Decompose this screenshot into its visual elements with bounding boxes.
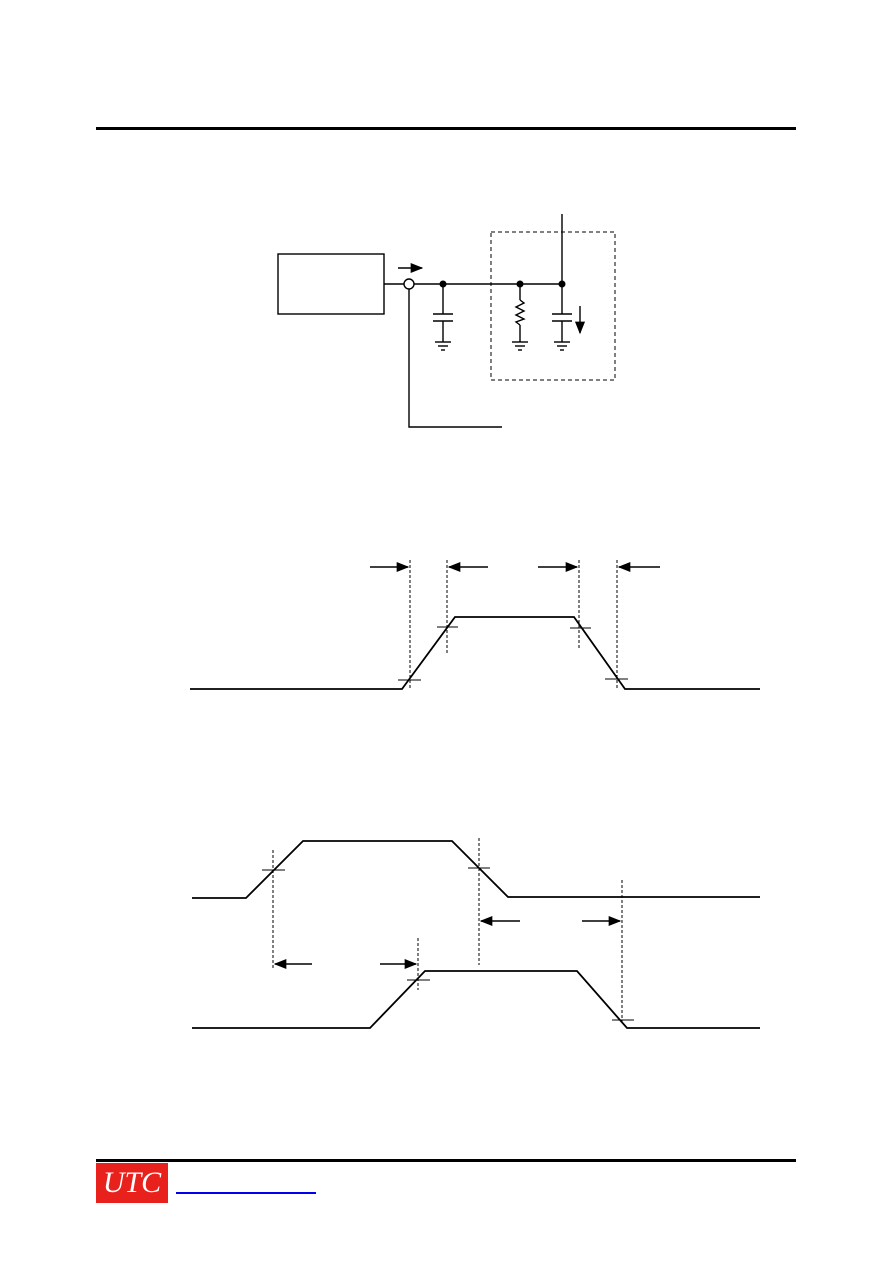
tick-marks — [262, 867, 634, 1021]
probe-capacitor — [552, 284, 572, 342]
input-waveform — [192, 840, 760, 899]
test-circuit — [277, 214, 616, 428]
logo-text: UTC — [102, 1166, 162, 1199]
output-terminal — [403, 278, 415, 290]
header-rule — [96, 127, 796, 130]
probe-resistor — [514, 284, 526, 342]
ground-icon — [512, 341, 528, 351]
utc-logo: UTC — [96, 1163, 168, 1203]
ground-icon — [435, 341, 451, 351]
ground-icon — [554, 341, 570, 351]
website-link[interactable] — [176, 1192, 316, 1194]
tick-marks — [398, 626, 628, 681]
scope-lead — [408, 289, 502, 428]
output-waveform — [192, 970, 760, 1029]
probe-box — [490, 231, 616, 381]
propagation-delay-waveform — [192, 838, 760, 1029]
load-capacitor — [433, 284, 453, 342]
switching-waveform — [190, 560, 760, 690]
footer-rule — [96, 1159, 796, 1162]
output-waveform — [190, 616, 760, 690]
device-block — [277, 253, 385, 315]
